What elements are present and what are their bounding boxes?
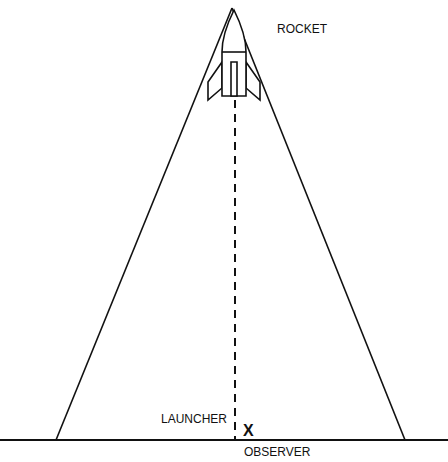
sight-line: [232, 8, 405, 440]
position-mark: X: [242, 423, 255, 439]
part-label: OBSERVER: [243, 445, 311, 459]
rocket-fin: [246, 62, 260, 100]
rocket-body: [222, 10, 246, 96]
part-label: LAUNCHER: [160, 412, 228, 426]
rocket-fin: [208, 62, 222, 100]
ground-line: [0, 439, 448, 441]
sight-line: [56, 8, 232, 440]
part-label: ROCKET: [276, 22, 328, 36]
vertical-dashed-line: [234, 100, 236, 440]
rocket-symbol: [208, 10, 260, 100]
rocket-band: [222, 51, 246, 53]
rocket-center-fin: [231, 62, 237, 96]
